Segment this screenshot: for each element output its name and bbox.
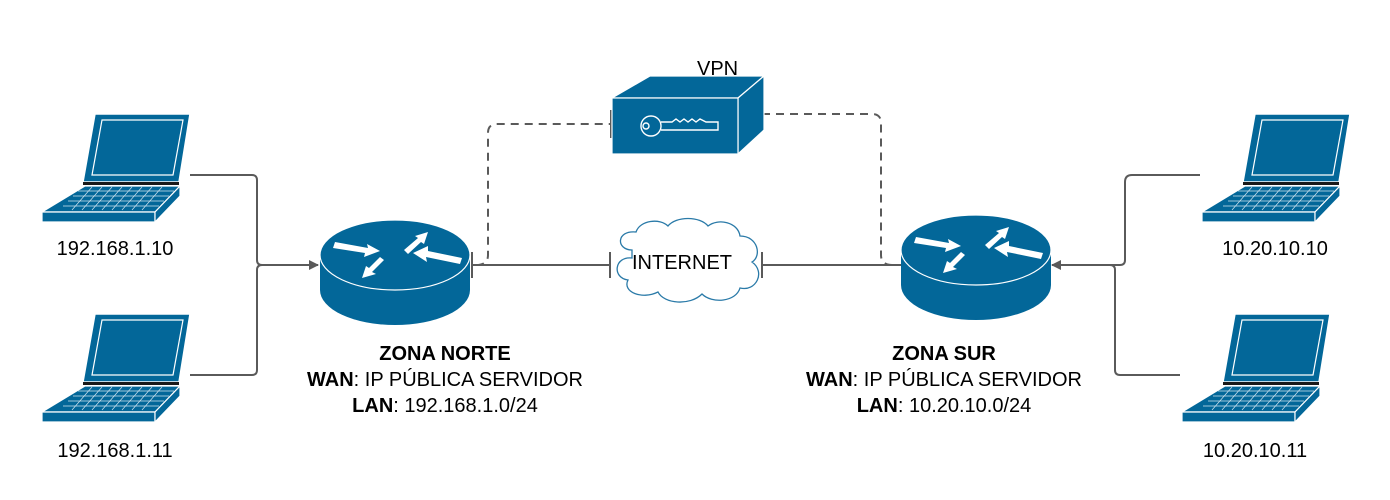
laptop-icon[interactable] [1201, 113, 1351, 223]
laptop-icon[interactable] [1181, 313, 1331, 423]
connection-line [190, 174, 319, 270]
internet-label: INTERNET [632, 252, 732, 274]
laptop-icon[interactable] [41, 113, 191, 223]
connection-line [1109, 264, 1180, 376]
wan-value: : IP PÚBLICA SERVIDOR [852, 369, 1083, 391]
wan-value: : IP PÚBLICA SERVIDOR [353, 369, 584, 391]
zone-title: ZONA NORTE [379, 343, 511, 365]
router-icon[interactable] [319, 219, 471, 326]
wan-key: WAN [805, 369, 853, 391]
lan-value: : 192.168.1.0/24 [393, 395, 538, 417]
wan-key: WAN [306, 369, 354, 391]
lan-value: : 10.20.10.0/24 [897, 395, 1032, 417]
laptop-ip-label: 192.168.1.10 [56, 238, 174, 260]
laptop-ip-label: 192.168.1.11 [57, 440, 173, 462]
laptop-icon[interactable] [41, 313, 191, 423]
vpn-label: VPN [697, 58, 739, 80]
connection-line [1051, 174, 1200, 270]
laptop-ip-label: 10.20.10.10 [1222, 238, 1328, 260]
connection-line [190, 264, 263, 376]
zone-south-info: ZONA SUR WAN: IP PÚBLICA SERVIDOR LAN: 1… [806, 341, 1082, 419]
laptop-ip-label: 10.20.10.11 [1202, 440, 1308, 462]
vpn-tunnel-line [762, 113, 893, 266]
zone-north-info: ZONA NORTE WAN: IP PÚBLICA SERVIDOR LAN:… [307, 341, 583, 419]
vpn-tunnel-line [475, 123, 610, 266]
router-icon[interactable] [900, 214, 1052, 321]
vpn-key-box-icon[interactable] [609, 74, 766, 156]
lan-key: LAN [856, 395, 898, 417]
lan-key: LAN [352, 395, 394, 417]
cloud-icon[interactable] [616, 217, 760, 303]
zone-title: ZONA SUR [892, 343, 996, 365]
